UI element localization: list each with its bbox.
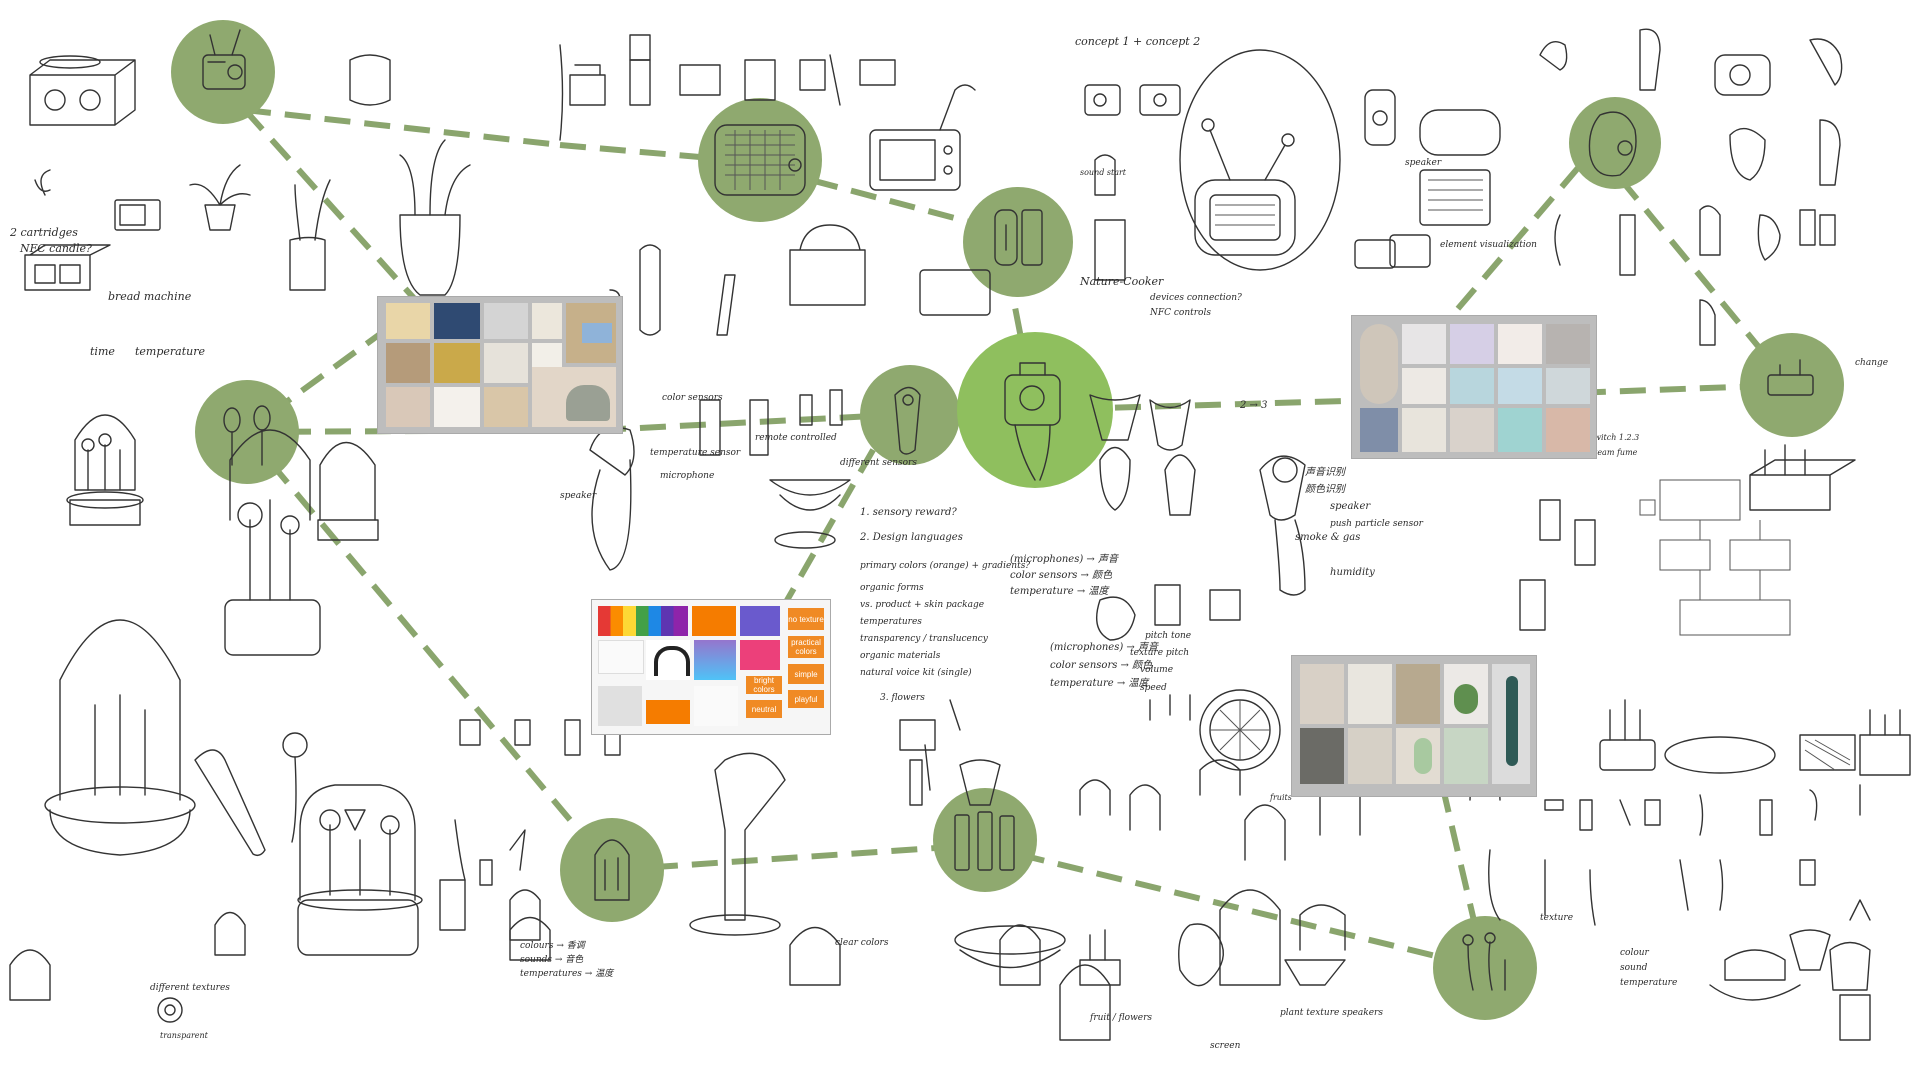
link-12 — [1592, 146, 1793, 387]
note-colour: colour — [1620, 948, 1650, 958]
link-15 — [767, 413, 896, 632]
note-cn-2: 颜色识别 — [1305, 483, 1347, 495]
keyword-tag: practical colors — [788, 636, 824, 658]
note-nfc-controls: NFC controls — [1149, 308, 1211, 318]
note-sound-start: sound start — [1080, 168, 1127, 177]
note-primary-colors: primary colors (orange) + gradients? — [860, 560, 1030, 571]
note-screen: screen — [1210, 1041, 1241, 1051]
node-rack[interactable] — [1740, 333, 1844, 437]
keyword-tag: simple — [788, 664, 824, 684]
note-texture-pitch: texture pitch — [1130, 648, 1189, 658]
note-switch: switch 1.2.3 — [1590, 433, 1639, 442]
note-remote-controlled: remote controlled — [755, 433, 837, 443]
note-design-languages: 2. Design languages — [859, 532, 963, 543]
note-different-sensors: different sensors — [840, 458, 917, 468]
note-color-sensors-2: color sensors → 颜色 — [1050, 659, 1153, 671]
note-temperature-sensor: temperature sensor — [650, 448, 741, 458]
note-steam-fume: steam fume — [1590, 448, 1638, 457]
note-cn-speaker: speaker — [1330, 501, 1371, 512]
note-sound: sound — [1620, 963, 1648, 973]
note-plant-texture: plant texture speakers — [1280, 1008, 1383, 1018]
moodboard-keywords[interactable]: no texture practical colors simple playf… — [592, 600, 830, 734]
node-spoons[interactable] — [195, 380, 299, 484]
node-handheld[interactable] — [860, 365, 960, 465]
note-sounds-list: sounds → 音色 — [520, 954, 584, 965]
node-dome-bell[interactable] — [560, 818, 664, 922]
note-devices-connection: devices connection? — [1150, 293, 1242, 303]
note-smoke-gas: smoke & gas — [1295, 532, 1360, 543]
note-microphones-2: (microphones) → 声音 — [1050, 641, 1159, 653]
note-colours-list: colours → 香调 — [520, 940, 587, 951]
note-texture: texture — [1540, 913, 1573, 923]
keyword-tag: bright colors — [746, 676, 782, 694]
node-toaster[interactable] — [698, 98, 822, 222]
note-clear-colors: clear colors — [835, 938, 889, 948]
node-speaker-pair[interactable] — [963, 187, 1073, 297]
note-organic-materials: organic materials — [860, 651, 941, 661]
note-microphones-list: (microphones) → 声音 — [1010, 553, 1119, 565]
note-microphone: microphone — [660, 471, 714, 481]
link-16 — [611, 842, 981, 873]
link-17 — [979, 842, 1486, 971]
note-pitch-tone: pitch tone — [1145, 631, 1191, 641]
note-sensory-reward: 1. sensory reward? — [860, 507, 957, 518]
moodboard-soft-objects[interactable] — [1352, 316, 1596, 458]
moodboard-home-appliances[interactable] — [378, 297, 622, 433]
note-change: change — [1855, 358, 1888, 368]
note-temperature: temperature — [135, 345, 205, 358]
note-bread-machine: bread machine — [108, 290, 192, 303]
note-element-visualization: element visualization — [1440, 240, 1537, 250]
link-8 — [599, 412, 894, 433]
note-nature-cooker: Nature-Cooker — [1079, 275, 1164, 288]
link-2 — [559, 142, 736, 163]
link-14 — [242, 430, 615, 872]
note-ratio: 2 → 3 — [1239, 400, 1267, 411]
note-transparent: transparent — [160, 1031, 209, 1040]
note-cartridges: 2 cartridges — [9, 226, 78, 239]
note-nfc-candle: NFC candle? — [19, 242, 92, 255]
note-temperature-list: temperature → 温度 — [1010, 585, 1110, 597]
node-sketches — [202, 29, 1814, 991]
note-fruit-flowers: fruit / flowers — [1089, 1013, 1152, 1023]
handwritten-notes: concept 1 + concept 2 2 cartridges NFC c… — [9, 35, 1888, 1051]
node-tubes[interactable] — [933, 788, 1037, 892]
note-temps-list: temperatures → 温度 — [520, 968, 615, 979]
note-volume: volume — [1140, 665, 1173, 675]
note-vs-product: vs. product + skin package — [860, 600, 984, 610]
note-humidity: humidity — [1330, 567, 1375, 578]
link-1 — [244, 107, 561, 148]
note-temperature2: temperature — [1620, 978, 1677, 988]
pencil-sketches — [9, 28, 1911, 1041]
note-cn-1: 声音识别 — [1305, 466, 1347, 478]
node-blob[interactable] — [1569, 97, 1661, 189]
note-cn-particle: push particle sensor — [1330, 519, 1424, 529]
note-fruit: fruits — [1269, 793, 1292, 802]
node-radio[interactable] — [171, 20, 275, 124]
keyword-tag: playful — [788, 690, 824, 708]
note-natural-voice: natural voice kit (single) — [860, 667, 972, 678]
note-different-textures: different textures — [150, 983, 230, 993]
keyword-tag: neutral — [746, 700, 782, 718]
node-plant-stems[interactable] — [1433, 916, 1537, 1020]
note-temperatures: temperatures — [860, 617, 922, 627]
link-5 — [242, 107, 423, 308]
moodboard-plants-lighting[interactable] — [1292, 656, 1536, 796]
concept-nodes — [171, 20, 1844, 1020]
note-time: time — [90, 345, 115, 358]
note-color-sensors: color sensors — [662, 393, 723, 403]
note-flowers: 3. flowers — [880, 693, 925, 703]
note-color-sensors-list: color sensors → 颜色 — [1010, 569, 1113, 581]
note-speed: speed — [1140, 683, 1167, 693]
note-transparency: transparency / translucency — [860, 634, 989, 644]
note-speaker-short: speaker — [1405, 158, 1442, 168]
link-4 — [997, 229, 1038, 411]
note-temperature-2: temperature → 温度 — [1050, 677, 1150, 689]
note-organic-forms: organic forms — [860, 583, 924, 593]
note-concepts: concept 1 + concept 2 — [1075, 35, 1200, 48]
note-speaker: speaker — [560, 491, 597, 501]
keyword-tag: no texture — [788, 608, 824, 630]
